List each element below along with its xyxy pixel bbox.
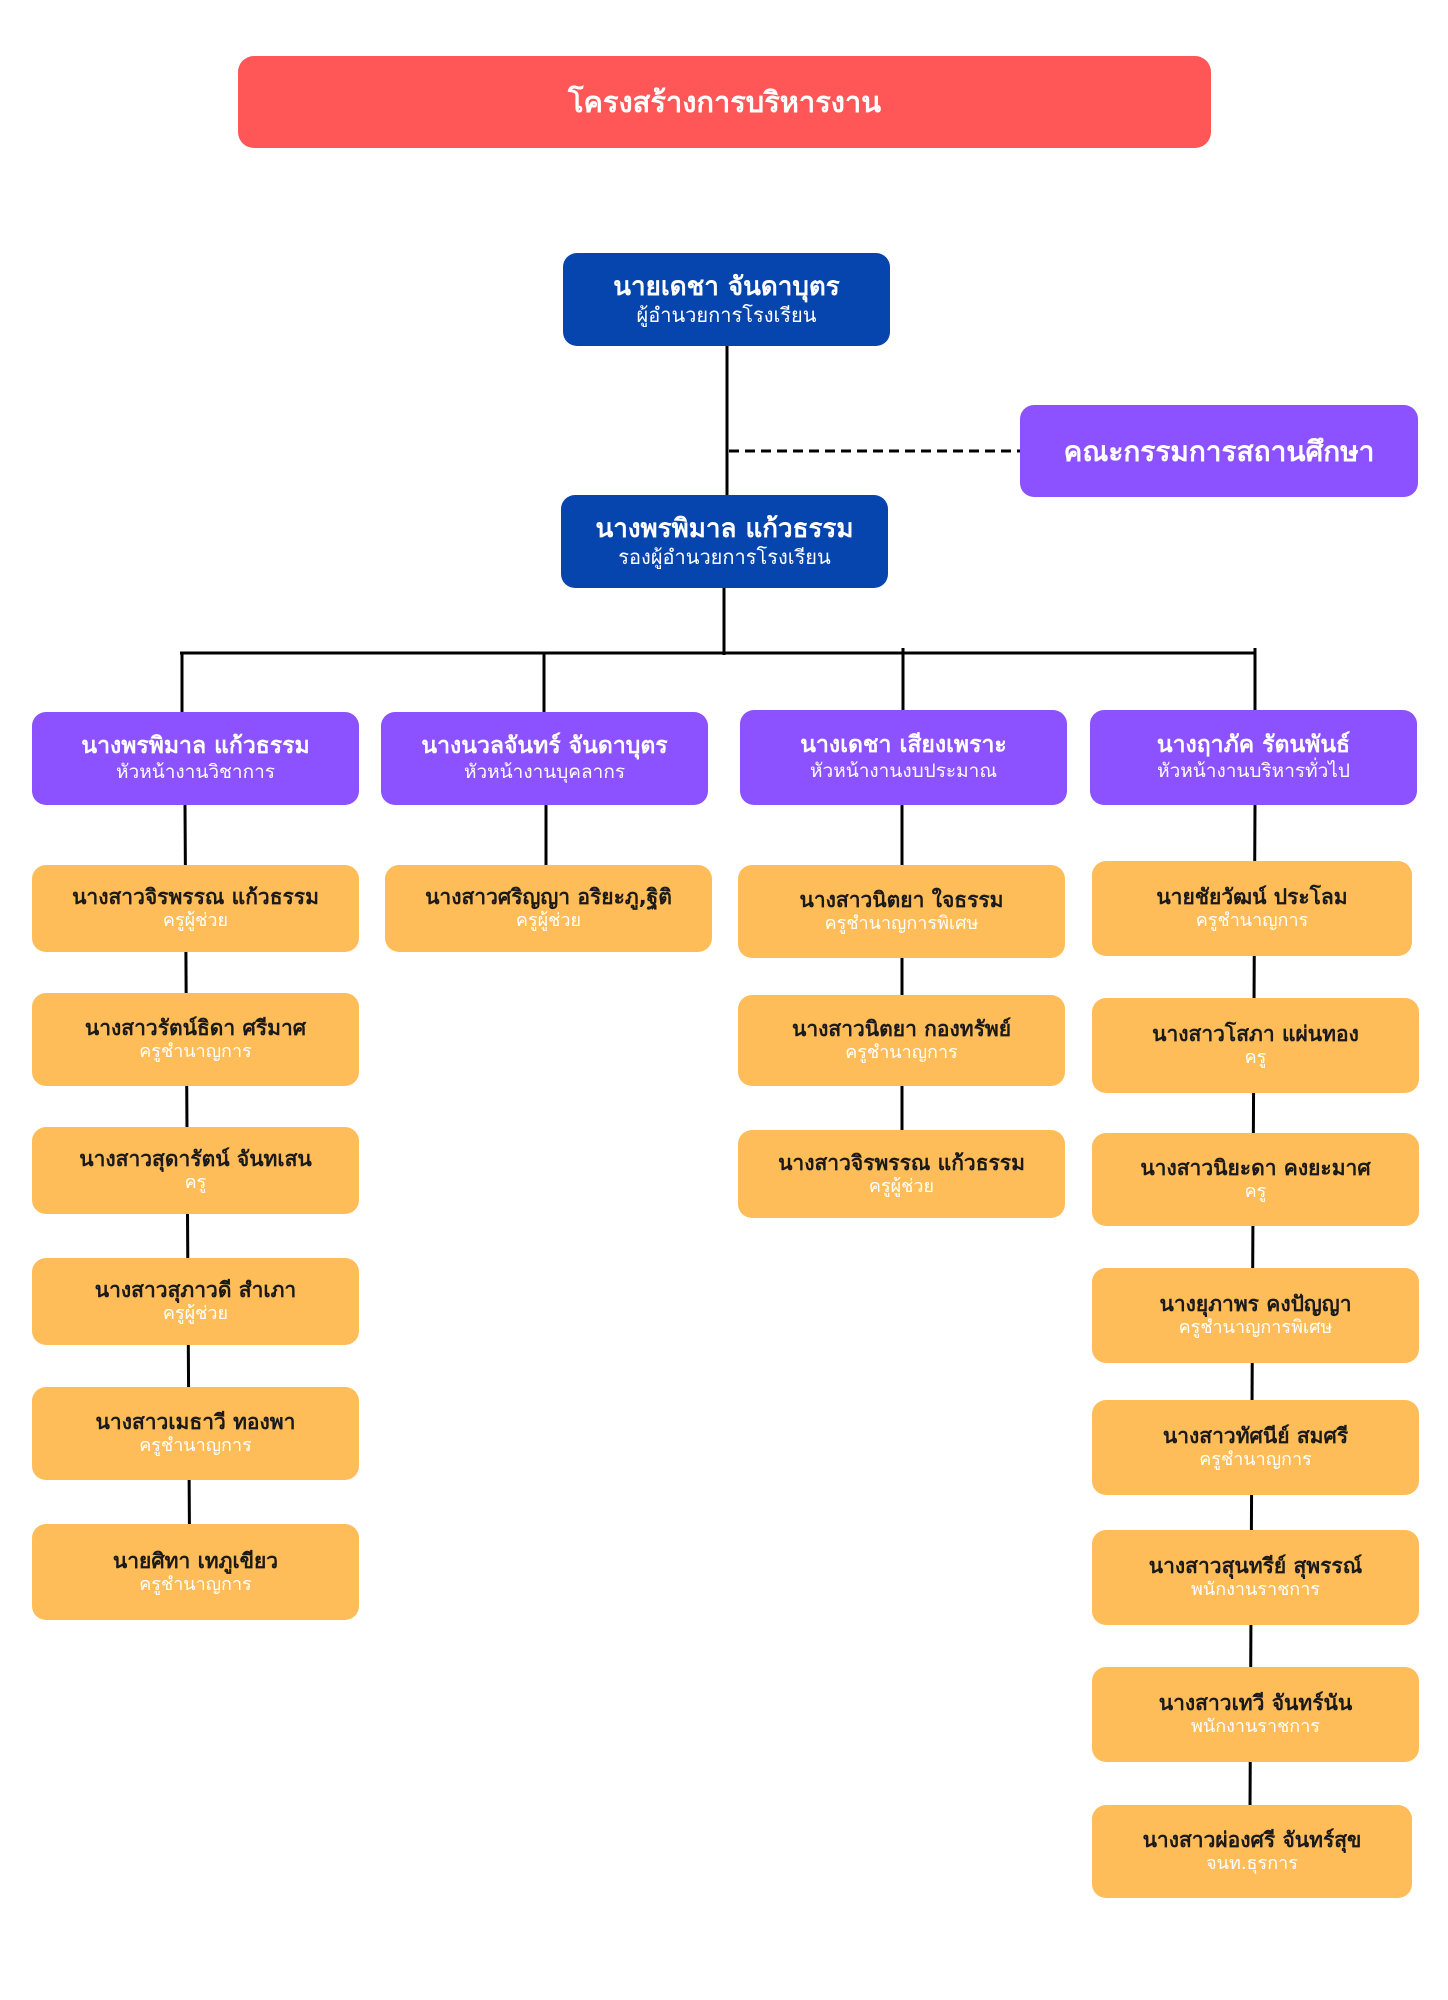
staff-card: นางสาวรัตน์ธิดา ศรีมาศ ครูชำนาญการ [32, 993, 359, 1086]
staff-role: ครูชำนาญการพิเศษ [824, 913, 979, 935]
staff-card: นายชัยวัฒน์ ประโลม ครูชำนาญการ [1092, 861, 1412, 956]
staff-name: นางสาวสุดารัตน์ จันทเสน [79, 1147, 312, 1172]
staff-name: นางสาวเทวี จันทร์นัน [1158, 1691, 1353, 1716]
dept-head-academic: นางพรพิมาล แก้วธรรม หัวหน้างานวิชาการ [32, 712, 359, 805]
staff-name: นายศิทา เทภูเขียว [112, 1548, 279, 1573]
dept-head-personnel: นางนวลจันทร์ จันดาบุตร หัวหน้างานบุคลากร [381, 712, 708, 805]
director-name: นายเดชา จันดาบุตร [613, 271, 840, 302]
staff-name: นางสาวเมธาวี ทองพา [95, 1410, 296, 1435]
staff-name: นางสาวจิรพรรณ แก้วธรรม [778, 1150, 1025, 1175]
dept-head-role: หัวหน้างานบุคลากร [463, 761, 626, 783]
staff-card: นางสาวสุดารัตน์ จันทเสน ครู [32, 1127, 359, 1214]
staff-card: นางสาวนิตยา ใจธรรม ครูชำนาญการพิเศษ [738, 865, 1065, 958]
dept-head-budget: นางเดชา เสียงเพราะ หัวหน้างานงบประมาณ [740, 710, 1067, 805]
dept-head-role: หัวหน้างานบริหารทั่วไป [1157, 760, 1350, 782]
staff-card: นางสาวศริญญา อริยะภู,ฐิติ ครูผู้ช่วย [385, 865, 712, 952]
staff-name: นางสาวผ่องศรี จันทร์สุข [1142, 1828, 1362, 1853]
staff-card: นางสาวนิยะดา คงยะมาศ ครู [1092, 1133, 1419, 1226]
staff-card: นางยุภาพร คงปัญญา ครูชำนาญการพิเศษ [1092, 1268, 1419, 1363]
staff-name: นางสาวนิตยา ใจธรรม [799, 888, 1004, 913]
staff-name: นายชัยวัฒน์ ประโลม [1156, 885, 1348, 910]
staff-role: ครูชำนาญการพิเศษ [1178, 1317, 1333, 1339]
staff-name: นางสาวศริญญา อริยะภู,ฐิติ [425, 885, 672, 910]
staff-name: นางสาวจิรพรรณ แก้วธรรม [72, 885, 319, 910]
staff-role: ครูผู้ช่วย [868, 1175, 935, 1197]
page-title: โครงสร้างการบริหารงาน [238, 56, 1211, 148]
dept-head-name: นางนวลจันทร์ จันดาบุตร [421, 733, 668, 760]
staff-role: ครูชำนาญการ [845, 1042, 958, 1064]
staff-name: นางยุภาพร คงปัญญา [1159, 1292, 1352, 1317]
dept-head-name: นางเดชา เสียงเพราะ [800, 732, 1007, 759]
staff-role: พนักงานราชการ [1191, 1716, 1320, 1738]
staff-card: นางสาวจิรพรรณ แก้วธรรม ครูผู้ช่วย [738, 1130, 1065, 1218]
staff-role: ครูชำนาญการ [1195, 910, 1309, 932]
staff-name: นางสาวนิยะดา คงยะมาศ [1140, 1156, 1371, 1181]
staff-role: ครูชำนาญการ [1199, 1449, 1312, 1471]
staff-card: นางสาวเทวี จันทร์นัน พนักงานราชการ [1092, 1667, 1419, 1762]
director-role: ผู้อำนวยการโรงเรียน [636, 303, 817, 328]
council-box: คณะกรรมการสถานศึกษา [1020, 405, 1418, 497]
staff-name: นางสาวนิตยา กองทรัพย์ [791, 1017, 1012, 1042]
staff-name: นางสาวทัศนีย์ สมศรี [1162, 1424, 1349, 1449]
staff-card: นางสาวนิตยา กองทรัพย์ ครูชำนาญการ [738, 995, 1065, 1086]
staff-role: ครู [1244, 1047, 1267, 1069]
staff-name: นางสาวสุภาวดี สำเภา [94, 1278, 297, 1303]
staff-role: ครู [184, 1172, 207, 1194]
staff-role: ครูผู้ช่วย [162, 910, 229, 932]
dept-head-name: นางพรพิมาล แก้วธรรม [81, 733, 310, 760]
staff-card: นางสาวสุภาวดี สำเภา ครูผู้ช่วย [32, 1258, 359, 1345]
staff-role: ครูชำนาญการ [139, 1041, 252, 1063]
staff-role: จนท.ธุรการ [1206, 1853, 1298, 1875]
dept-head-name: นางฤาภัค รัตนพันธ์ [1156, 732, 1351, 759]
staff-card: นางสาวทัศนีย์ สมศรี ครูชำนาญการ [1092, 1400, 1419, 1495]
staff-name: นางสาวโสภา แผ่นทอง [1152, 1022, 1359, 1047]
staff-card: นางสาวเมธาวี ทองพา ครูชำนาญการ [32, 1387, 359, 1480]
staff-name: นางสาวสุนทรีย์ สุพรรณ์ [1148, 1554, 1363, 1579]
staff-card: นางสาวจิรพรรณ แก้วธรรม ครูผู้ช่วย [32, 865, 359, 952]
dept-head-role: หัวหน้างานงบประมาณ [810, 760, 997, 782]
deputy-role: รองผู้อำนวยการโรงเรียน [618, 545, 831, 570]
staff-role: ครู [1244, 1181, 1267, 1203]
staff-role: พนักงานราชการ [1191, 1579, 1320, 1601]
staff-card: นายศิทา เทภูเขียว ครูชำนาญการ [32, 1524, 359, 1620]
deputy-name: นางพรพิมาล แก้วธรรม [595, 513, 854, 544]
dept-head-general: นางฤาภัค รัตนพันธ์ หัวหน้างานบริหารทั่วไ… [1090, 710, 1417, 805]
staff-role: ครูชำนาญการ [139, 1573, 252, 1595]
staff-role: ครูชำนาญการ [139, 1435, 252, 1457]
staff-card: นางสาวสุนทรีย์ สุพรรณ์ พนักงานราชการ [1092, 1530, 1419, 1625]
staff-role: ครูผู้ช่วย [162, 1303, 229, 1325]
staff-name: นางสาวรัตน์ธิดา ศรีมาศ [84, 1016, 307, 1041]
deputy-box: นางพรพิมาล แก้วธรรม รองผู้อำนวยการโรงเรี… [561, 495, 888, 588]
staff-card: นางสาวผ่องศรี จันทร์สุข จนท.ธุรการ [1092, 1805, 1412, 1898]
staff-role: ครูผู้ช่วย [515, 910, 582, 932]
director-box: นายเดชา จันดาบุตร ผู้อำนวยการโรงเรียน [563, 253, 890, 346]
staff-card: นางสาวโสภา แผ่นทอง ครู [1092, 998, 1419, 1093]
dept-head-role: หัวหน้างานวิชาการ [116, 761, 275, 783]
